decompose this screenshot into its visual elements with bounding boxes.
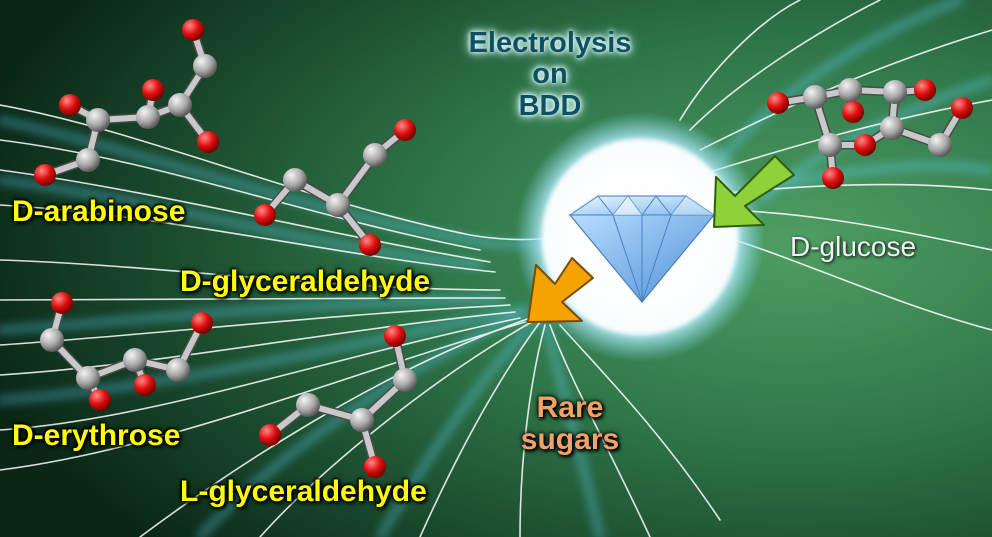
carbon-atom — [283, 168, 307, 192]
oxygen-atom — [191, 312, 213, 334]
oxygen-atom — [51, 292, 73, 314]
carbon-atom — [883, 80, 907, 104]
carbon-atom — [880, 116, 904, 140]
oxygen-atom — [951, 97, 973, 119]
carbon-atom — [818, 133, 842, 157]
oxygen-atom — [364, 456, 386, 478]
oxygen-atom — [182, 19, 204, 41]
product-label-l-glyceraldehyde: L-glyceraldehyde — [180, 475, 427, 508]
oxygen-atom — [359, 234, 381, 256]
substrate-label: D-glucose — [790, 231, 917, 262]
carbon-atom — [166, 358, 190, 382]
molecule-d-arabinose — [34, 19, 219, 186]
molecule-d-erythrose — [40, 292, 213, 411]
process-title-line-3: BDD — [518, 89, 582, 122]
green-arrow-icon — [713, 155, 795, 228]
product-label-d-arabinose: D-arabinose — [12, 195, 186, 228]
process-title-line-1: Electrolysis — [468, 27, 632, 59]
oxygen-atom — [384, 325, 406, 347]
molecule-l-glyceraldehyde — [259, 325, 417, 478]
oxygen-atom — [34, 164, 56, 186]
diamond-icon — [568, 195, 716, 303]
carbon-atom — [296, 393, 320, 417]
oxygen-atom — [854, 134, 876, 156]
rare-sugars-line-1: Rare — [536, 391, 604, 424]
carbon-atom — [803, 85, 827, 109]
carbon-atom — [40, 328, 64, 352]
carbon-atom — [123, 348, 147, 372]
carbon-atom — [76, 366, 100, 390]
carbon-atom — [928, 133, 952, 157]
oxygen-atom — [767, 92, 789, 114]
process-title: Electrolysis on BDD — [450, 27, 650, 122]
process-title-line-2: on — [532, 58, 568, 91]
product-label-d-erythrose: D-erythrose — [12, 419, 181, 452]
oxygen-atom — [914, 79, 936, 101]
oxygen-atom — [142, 79, 164, 101]
carbon-atom — [168, 93, 192, 117]
oxygen-atom — [259, 424, 281, 446]
carbon-atom — [393, 368, 417, 392]
carbon-atom — [350, 408, 374, 432]
molecule-d-glyceraldehyde — [254, 119, 416, 256]
oxygen-atom — [822, 167, 844, 189]
oxygen-atom — [842, 101, 864, 123]
molecule-d-glucose — [767, 78, 973, 189]
orange-arrow-icon — [527, 257, 594, 323]
rare-sugars-line-2: sugars — [520, 423, 620, 457]
carbon-atom — [838, 78, 862, 102]
oxygen-atom — [197, 131, 219, 153]
oxygen-atom — [394, 119, 416, 141]
carbon-atom — [86, 108, 110, 132]
carbon-atom — [193, 54, 217, 78]
carbon-atom — [363, 143, 387, 167]
oxygen-atom — [59, 94, 81, 116]
oxygen-atom — [89, 389, 111, 411]
product-label-d-glyceraldehyde: D-glyceraldehyde — [180, 265, 431, 298]
carbon-atom — [136, 105, 160, 129]
carbon-atom — [326, 193, 350, 217]
molecules — [34, 19, 973, 478]
oxygen-atom — [254, 204, 276, 226]
rare-sugars-label: Rare sugars — [500, 391, 640, 457]
carbon-atom — [76, 148, 100, 172]
oxygen-atom — [134, 374, 156, 396]
